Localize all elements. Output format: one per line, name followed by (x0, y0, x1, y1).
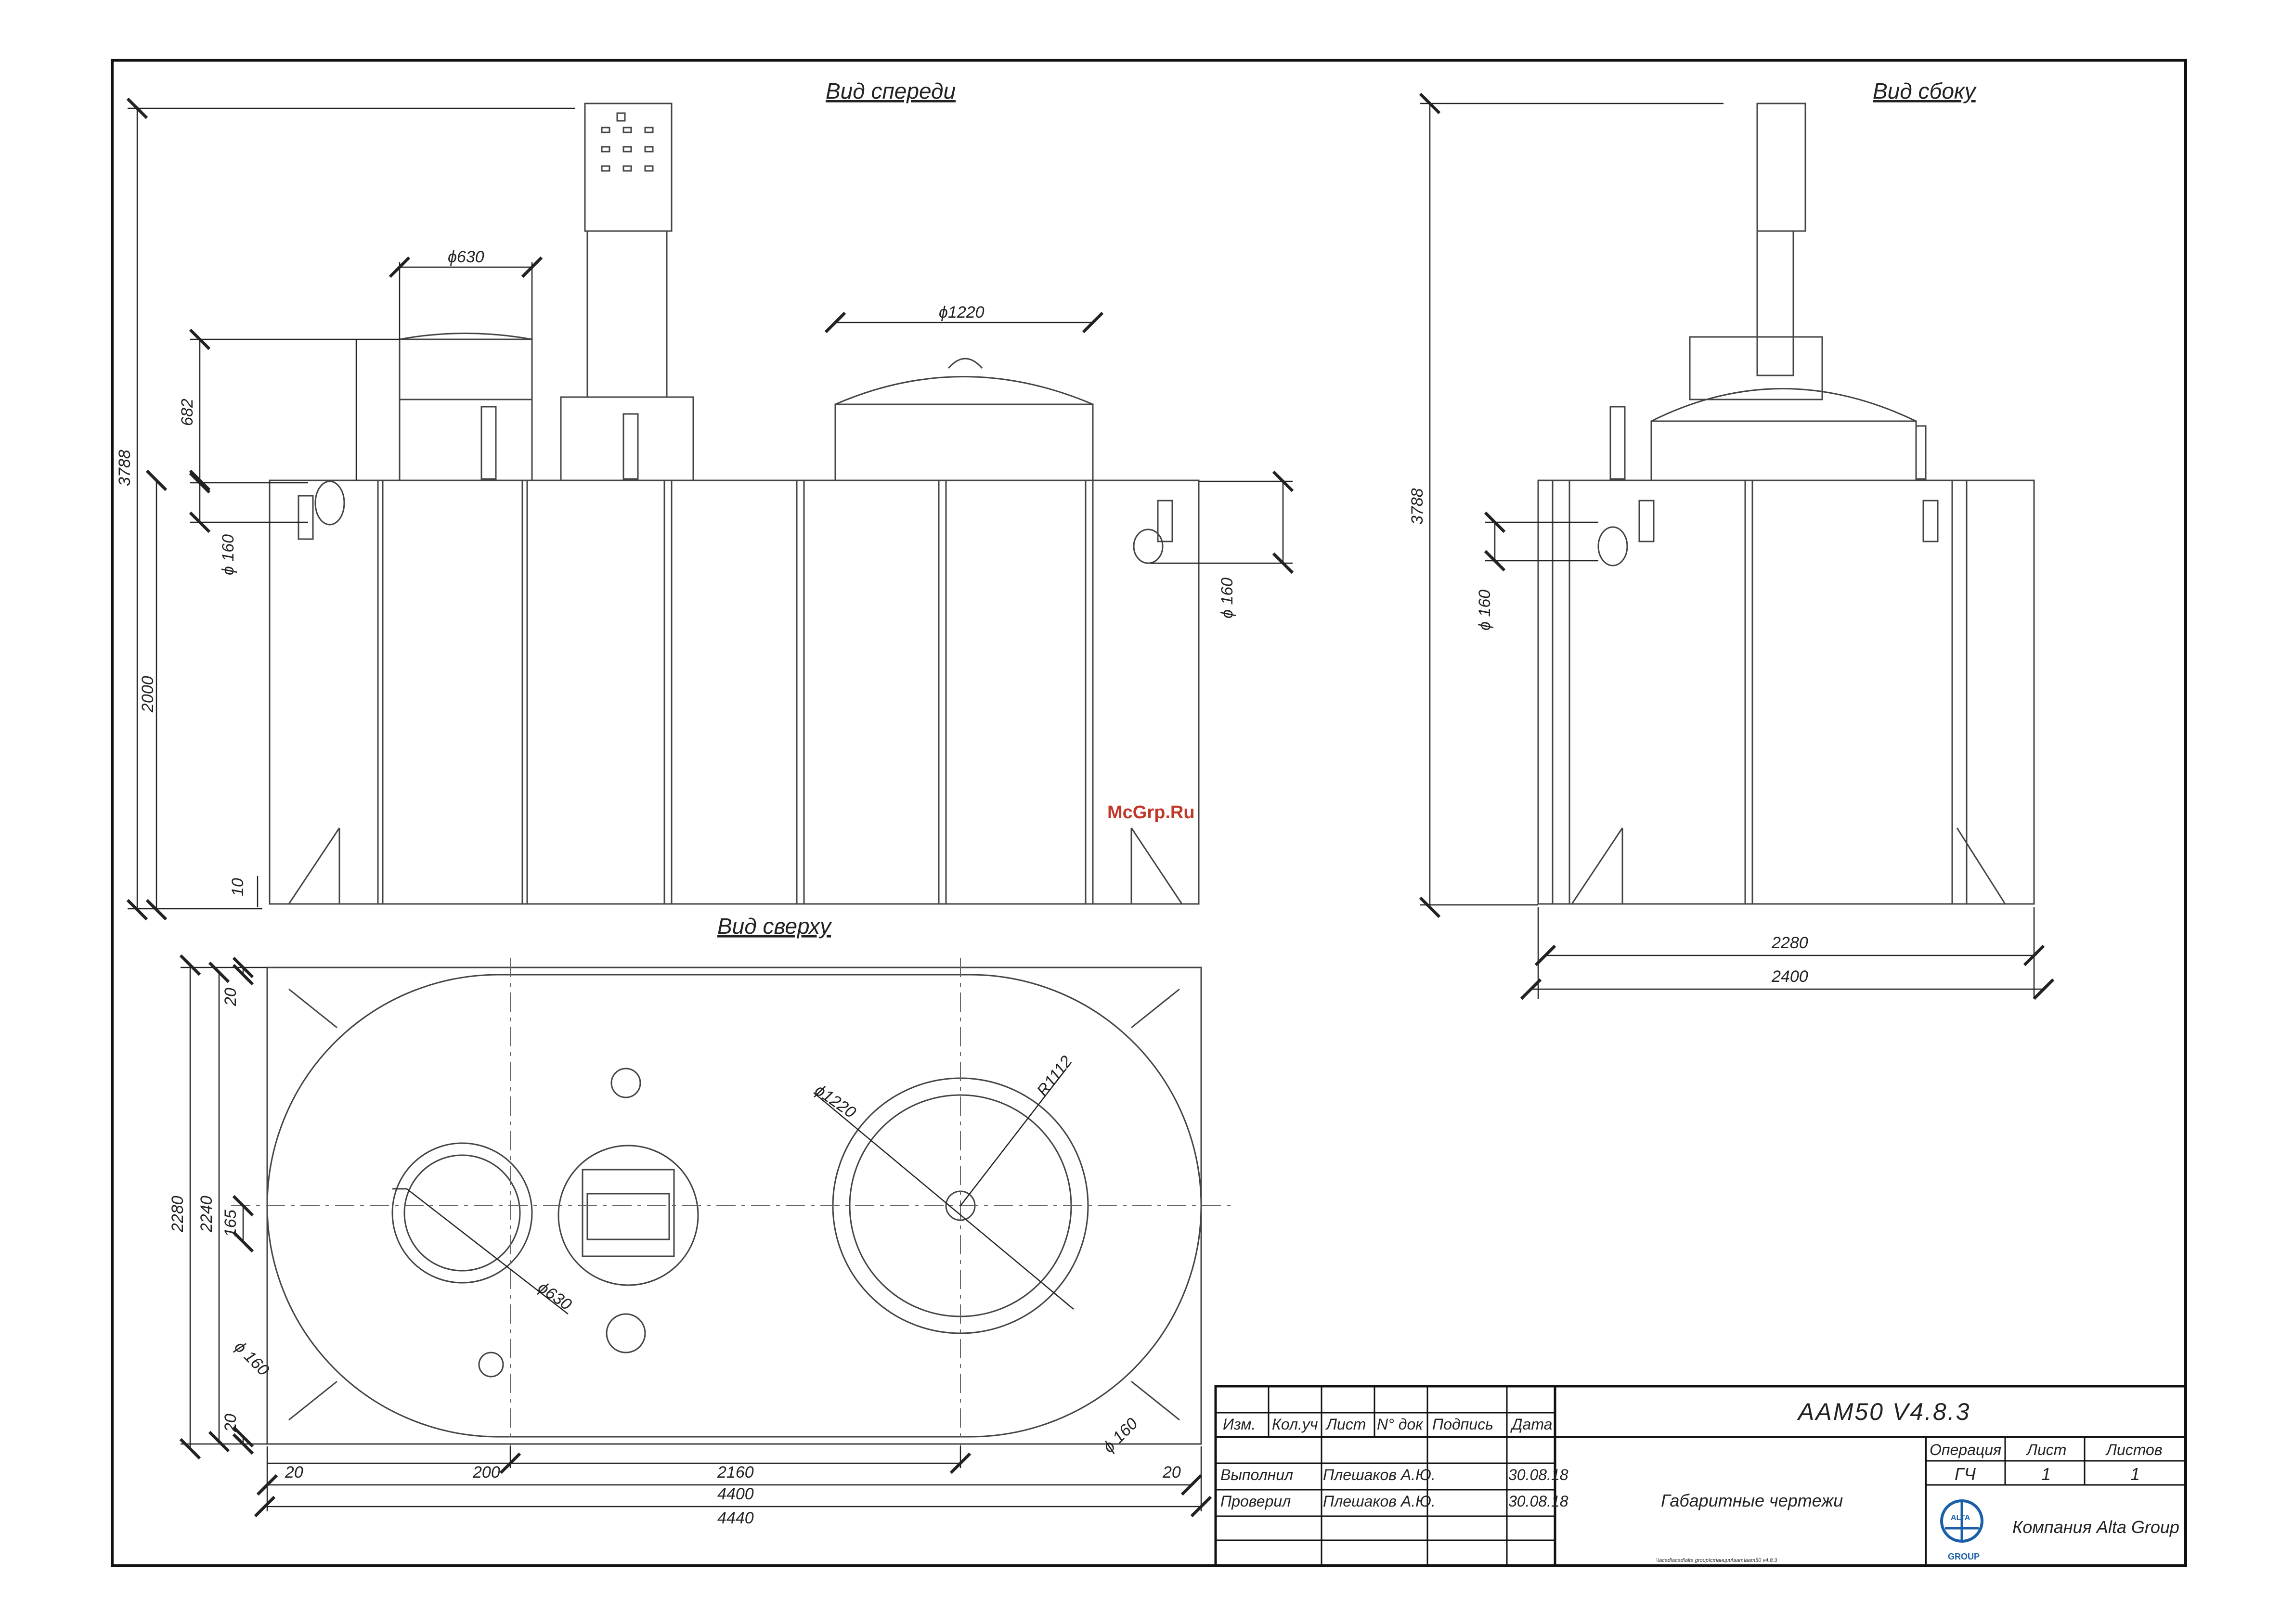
front-base-height: 10 (229, 878, 247, 896)
side-total-height: 3788 (1408, 488, 1426, 525)
top-left-offset: 200 (472, 1463, 500, 1482)
front-small-tank-height: 682 (178, 399, 196, 426)
side-dim-labels: 3788 ϕ 160 2280 2400 Вид сбоку (1408, 78, 1977, 986)
front-main-tank (269, 479, 1200, 905)
document-name: Габаритные чертежи (1661, 1491, 1843, 1510)
header-izm: Изм. (1223, 1416, 1256, 1433)
header-list: Лист (1325, 1416, 1366, 1433)
top-left-margin: 20 (285, 1463, 303, 1482)
sheets-value: 1 (2130, 1464, 2140, 1484)
company-name: Компания Alta Group (2012, 1517, 2179, 1537)
watermark: McGrp.Ru (1107, 802, 1195, 823)
side-view (1537, 103, 2035, 905)
side-main-tank (1537, 479, 2035, 905)
top-radius: R1112 (1033, 1052, 1076, 1099)
front-large-tank (834, 403, 1094, 481)
front-pipe-left-dia: ϕ 160 (219, 534, 237, 575)
side-pipe (1597, 526, 1628, 567)
front-dim-labels: 3788 2000 682 ϕ 160 ϕ 160 10 ϕ630 ϕ1220 … (116, 78, 1236, 896)
top-large-dia: ϕ1220 (811, 1081, 859, 1121)
side-dimensions (1419, 92, 2055, 1000)
side-outer-width: 2400 (1771, 967, 1808, 986)
top-small-tank (391, 1142, 533, 1284)
front-total-height: 3788 (116, 450, 134, 486)
top-center-span: 2160 (717, 1463, 754, 1482)
company-logo-icon: ALTA GROUP (1940, 1499, 1983, 1561)
front-dimensions (126, 97, 1294, 921)
side-control-cabinet (1756, 103, 1806, 232)
header-signature: Подпись (1432, 1416, 1493, 1433)
top-outer-length: 4440 (717, 1509, 754, 1527)
top-centerlines (231, 958, 1232, 1458)
front-view (269, 103, 1200, 905)
front-tank-height: 2000 (139, 676, 157, 713)
sheet-frame (111, 59, 2187, 1567)
header-date: Дата (1510, 1416, 1552, 1433)
title-block-text: Изм. Кол.уч Лист N° док Подпись Дата Вып… (1220, 1398, 2179, 1563)
sheet-label: Лист (2026, 1441, 2066, 1458)
top-bottom-margin: 20 (221, 1414, 240, 1432)
front-right-pipe (1133, 528, 1164, 564)
front-small-tank (399, 338, 533, 481)
front-view-title: Вид спереди (826, 78, 956, 103)
front-large-dia: ϕ1220 (939, 303, 985, 322)
file-path: \\acad\acad\alta group\станции\aam\aam50… (1656, 1558, 1777, 1563)
top-inner-height: 2240 (197, 1196, 216, 1233)
front-pipe-right-dia: ϕ 160 (1218, 578, 1236, 619)
sheet-value: 1 (2041, 1464, 2051, 1484)
header-doc-no: N° док (1377, 1416, 1424, 1433)
top-view-title: Вид сверху (717, 914, 832, 939)
operation-label: Операция (1930, 1441, 2001, 1458)
title-block (1214, 1385, 2187, 1567)
front-small-dia: ϕ630 (448, 248, 484, 266)
row-role-checked: Проверил (1220, 1493, 1291, 1510)
row-date-checked: 30.08.18 (1508, 1493, 1568, 1510)
row-role-developed: Выполнил (1220, 1466, 1293, 1483)
side-view-title: Вид сбоку (1873, 78, 1977, 103)
side-pipe-dia: ϕ 160 (1476, 590, 1494, 631)
top-right-margin: 20 (1162, 1463, 1181, 1482)
side-inner-width: 2280 (1771, 934, 1808, 952)
top-outer-height: 2280 (168, 1196, 187, 1233)
model-designation: AAM50 V4.8.3 (1797, 1398, 1970, 1425)
top-pipe-right-dia: ϕ 160 (1100, 1415, 1141, 1456)
sheets-label: Листов (2105, 1441, 2163, 1458)
row-name-developed: Плешаков А.Ю. (1323, 1466, 1436, 1483)
logo-top-text: ALTA (1951, 1514, 1970, 1522)
logo-bottom-text: GROUP (1948, 1552, 1980, 1561)
row-date-developed: 30.08.18 (1508, 1466, 1568, 1483)
operation-value: ГЧ (1955, 1464, 1976, 1484)
row-name-checked: Плешаков А.Ю. (1323, 1493, 1436, 1510)
header-kol-uch: Кол.уч (1272, 1416, 1318, 1433)
top-top-margin: 20 (221, 988, 240, 1006)
top-dimensions (179, 954, 1212, 1518)
top-small-dia: ϕ630 (534, 1278, 575, 1314)
top-pipe-left-dia: ϕ 160 (231, 1338, 272, 1379)
top-control-base (557, 1145, 699, 1286)
top-center-offset: 165 (221, 1210, 240, 1237)
front-left-pipe (314, 480, 345, 526)
top-inner-length: 4400 (717, 1485, 754, 1503)
